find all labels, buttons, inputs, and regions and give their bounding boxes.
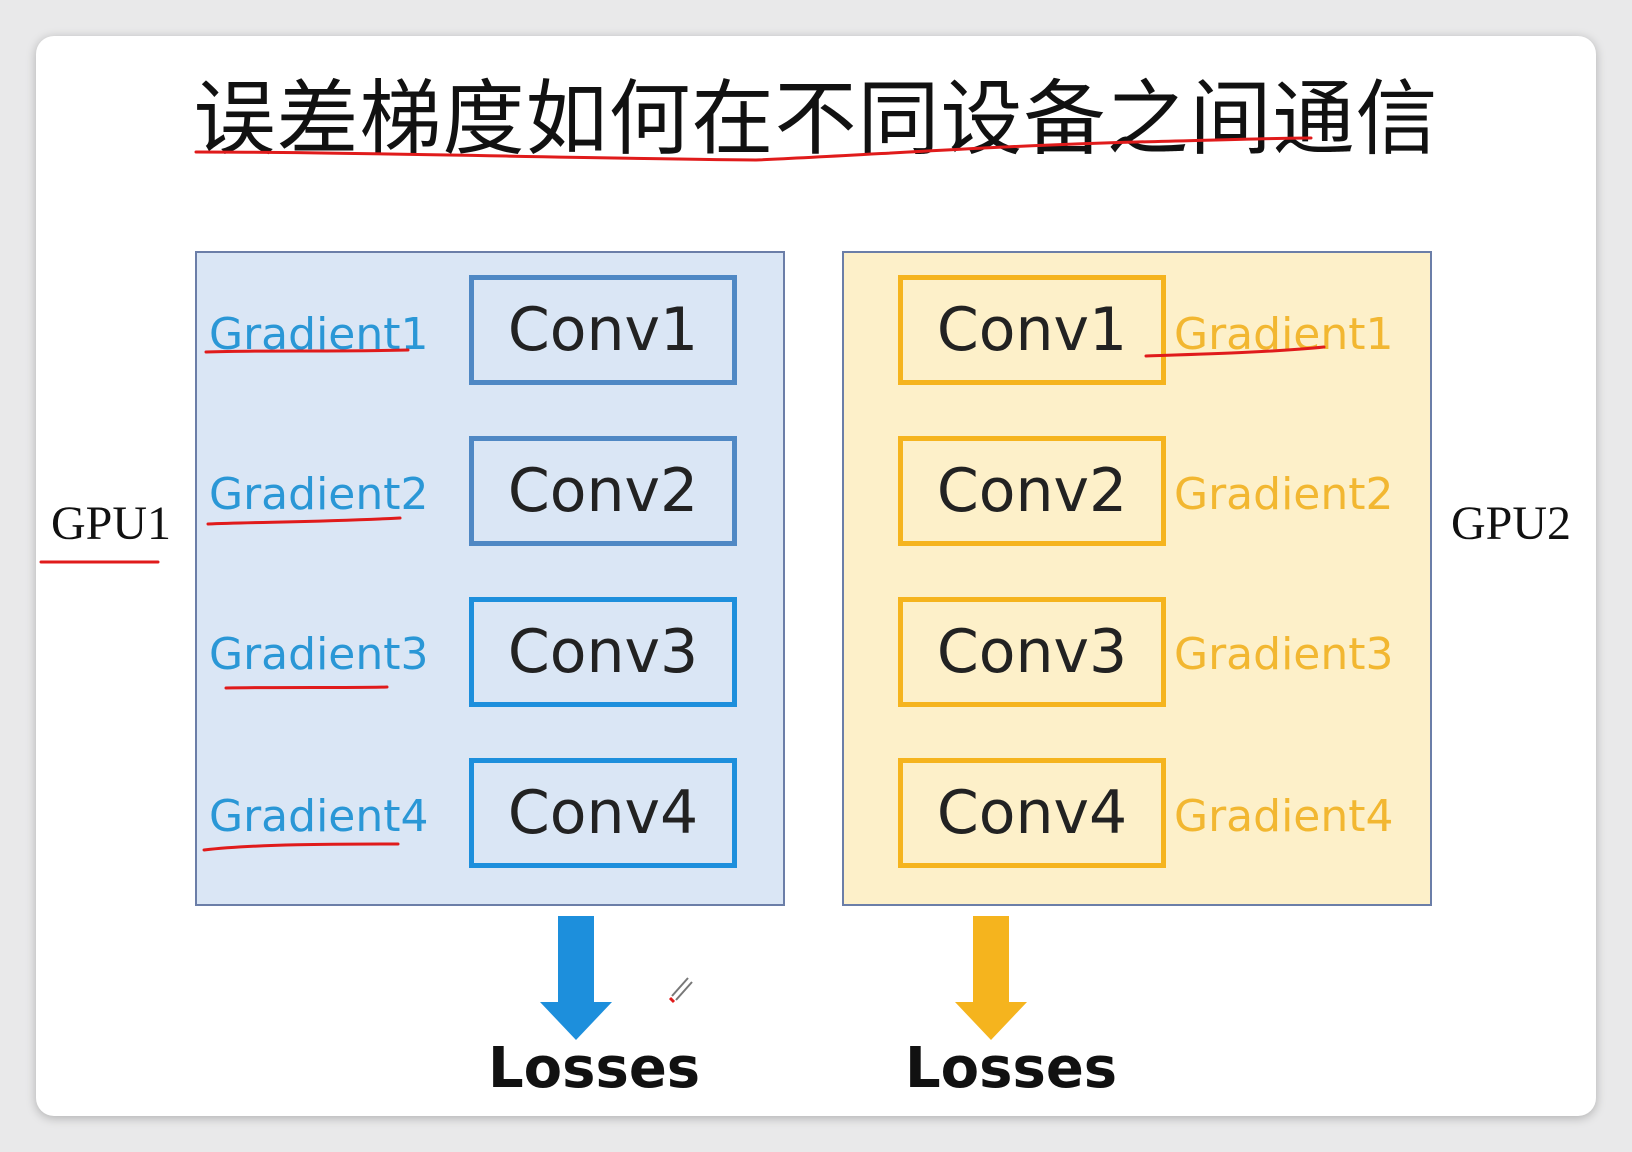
gpu1-gradient-4: Gradient4 [209,791,429,842]
gpu2-gradient-4: Gradient4 [1174,791,1394,842]
gpu2-conv4-box: Conv4 [898,758,1166,868]
gpu1-conv2-box: Conv2 [469,436,737,546]
gpu2-losses-label: Losses [905,1036,1118,1101]
gpu2-gradient-3: Gradient3 [1174,629,1394,680]
gpu2-conv1-box: Conv1 [898,275,1166,385]
gpu1-losses-label: Losses [488,1036,701,1101]
gpu1-label: GPU1 [51,497,172,550]
gpu2-gradient-1: Gradient1 [1174,309,1394,360]
gpu1-gradient-3: Gradient3 [209,629,429,680]
gpu2-gradient-2: Gradient2 [1174,469,1394,520]
gpu2-conv2-box: Conv2 [898,436,1166,546]
gpu1-gradient-2: Gradient2 [209,469,429,520]
gpu2-panel: Conv1 Conv2 Conv3 Conv4 Gradient1 Gradie… [842,251,1432,906]
gpu2-label: GPU2 [1451,497,1572,550]
gpu2-down-arrow [955,916,1027,1040]
gpu1-panel: Gradient1 Gradient2 Gradient3 Gradient4 … [195,251,785,906]
gpu1-gradient-1: Gradient1 [209,309,429,360]
gpu1-conv3-box: Conv3 [469,597,737,707]
slide-title: 误差梯度如何在不同设备之间通信 [193,71,1439,167]
gpu1-down-arrow [540,916,612,1040]
gpu1-conv4-box: Conv4 [469,758,737,868]
gpu1-conv1-box: Conv1 [469,275,737,385]
slide: 误差梯度如何在不同设备之间通信 GPU1 Gradient1 Gradient2… [36,36,1596,1116]
gpu2-conv3-box: Conv3 [898,597,1166,707]
pen-cursor-icon [668,977,693,1004]
